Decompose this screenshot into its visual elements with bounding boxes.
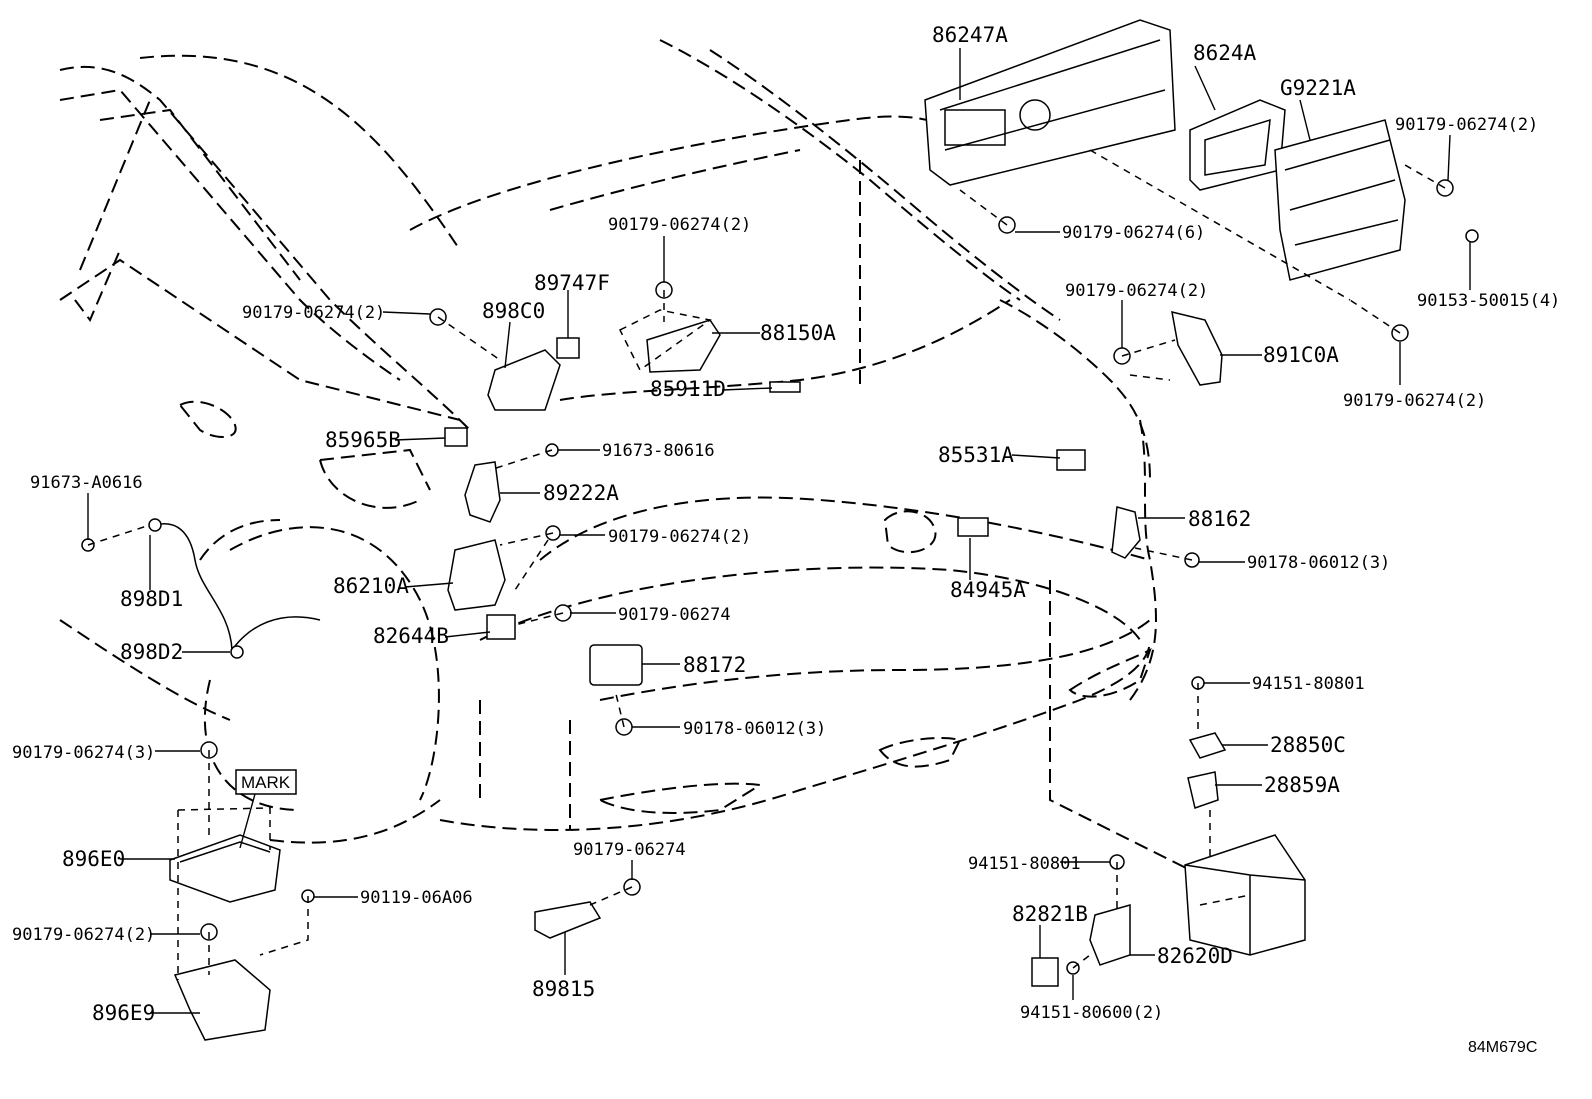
part-84945A-switch (957, 517, 989, 537)
label-89815: 89815 (532, 977, 595, 1001)
label-90178-06012-3-right: 90178-06012(3) (1247, 553, 1390, 573)
part-898D1-898D2-wire (148, 518, 321, 659)
label-896E9: 896E9 (92, 1001, 155, 1025)
label-88150A: 88150A (760, 321, 836, 345)
mark-callout (235, 769, 297, 849)
diagram-code: 84M679C (1468, 1039, 1537, 1056)
part-85911D-clip (769, 381, 801, 393)
label-89222A: 89222A (543, 481, 619, 505)
label-90119-06A06: 90119-06A06 (360, 888, 473, 908)
part-battery (1184, 834, 1306, 956)
part-89747F-clip (556, 337, 580, 359)
label-G9221A: G9221A (1280, 76, 1356, 100)
part-89222A-sensor (464, 461, 501, 523)
label-82620D: 82620D (1157, 944, 1233, 968)
part-898C0-module (487, 349, 561, 411)
label-90178-06012-3-mid: 90178-06012(3) (683, 719, 826, 739)
label-898D2: 898D2 (120, 640, 183, 664)
label-90179-06274-898: 90179-06274 (573, 840, 686, 860)
label-88172: 88172 (683, 653, 746, 677)
label-28850C: 28850C (1270, 733, 1346, 757)
assembly-lines (87, 149, 1446, 980)
part-82620D-fuse (1089, 904, 1131, 966)
label-90179-06274-2-left: 90179-06274(2) (242, 303, 385, 323)
part-88162-bracket (1111, 506, 1141, 559)
label-82821B: 82821B (1012, 902, 1088, 926)
part-86247A-bracket (924, 19, 1176, 186)
part-labels: 86247A 8624A G9221A 90179-06274(2) 90179… (12, 23, 1560, 1056)
label-896E0: 896E0 (62, 847, 125, 871)
part-85965B-sensor (444, 427, 468, 447)
label-898D1: 898D1 (120, 587, 183, 611)
label-898C0: 898C0 (482, 299, 545, 323)
label-86210A: 86210A (333, 574, 409, 598)
part-82644B-relay (486, 614, 516, 640)
part-85531A-clip (1056, 449, 1086, 471)
label-891C0A: 891C0A (1263, 343, 1339, 367)
part-896E0-ecu (169, 834, 281, 903)
label-94151-80600-2: 94151-80600(2) (1020, 1003, 1163, 1023)
part-8624A-module (1189, 99, 1286, 191)
part-891C0A-bracket (1171, 310, 1223, 386)
part-88172-sensor (589, 644, 643, 686)
label-85965B: 85965B (325, 428, 401, 452)
label-94151-80801-top: 94151-80801 (1252, 674, 1365, 694)
label-90179-06274-2-rb: 90179-06274(2) (1343, 391, 1486, 411)
label-90153-50015-4: 90153-50015(4) (1417, 291, 1560, 311)
label-91673-A0616: 91673-A0616 (30, 473, 143, 493)
label-90179-06274-2-top-right: 90179-06274(2) (1395, 115, 1538, 135)
label-28859A: 28859A (1264, 773, 1340, 797)
label-86247A: 86247A (932, 23, 1008, 47)
label-89747F: 89747F (534, 271, 610, 295)
label-94151-80801-bot: 94151-80801 (968, 854, 1081, 874)
label-90179-06274-6: 90179-06274(6) (1062, 223, 1205, 243)
label-88162: 88162 (1188, 507, 1251, 531)
label-8624A: 8624A (1193, 41, 1257, 65)
label-85911D: 85911D (650, 377, 726, 401)
part-88150A-module (646, 319, 721, 373)
label-mark: MARK (241, 773, 291, 792)
part-86210A-camera (447, 539, 506, 611)
label-90179-06274-82644: 90179-06274 (618, 605, 731, 625)
label-90179-06274-2-86210: 90179-06274(2) (608, 527, 751, 547)
part-896E9-cover (173, 959, 271, 1041)
part-G9221A-bracket (1274, 119, 1406, 281)
label-90179-06274-3: 90179-06274(3) (12, 743, 155, 763)
part-28859A-bracket (1187, 771, 1219, 809)
label-90179-06274-2-mid: 90179-06274(2) (608, 215, 751, 235)
part-28850C-bracket (1188, 732, 1227, 759)
label-85531A: 85531A (938, 443, 1014, 467)
part-89815-sensor (534, 901, 602, 939)
label-90179-06274-2-891: 90179-06274(2) (1065, 281, 1208, 301)
label-82644B: 82644B (373, 624, 449, 648)
part-82821B-fuse (1031, 957, 1059, 987)
label-90179-06274-2-896: 90179-06274(2) (12, 925, 155, 945)
leader-lines (87, 48, 1471, 1014)
label-84945A: 84945A (950, 578, 1026, 602)
label-91673-80616: 91673-80616 (602, 441, 715, 461)
